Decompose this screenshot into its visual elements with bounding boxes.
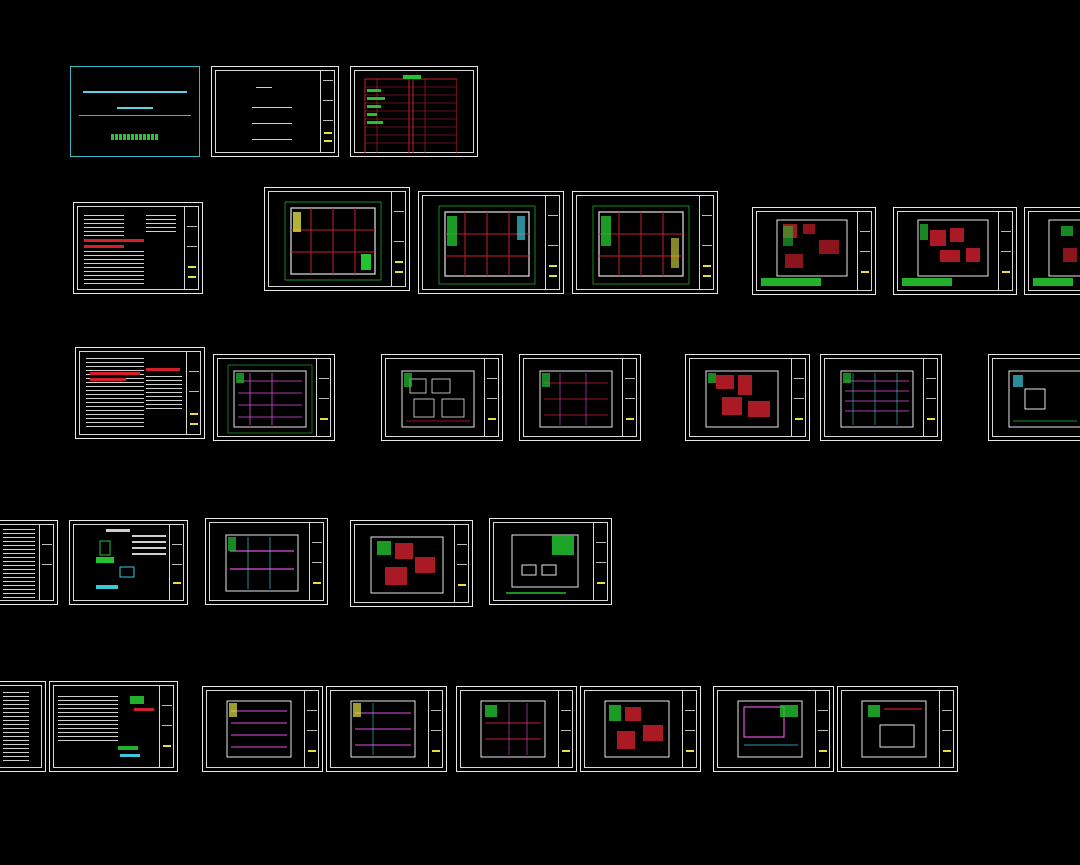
floor-plan-drawing <box>370 536 444 594</box>
floor-plan-sheet[interactable] <box>326 686 447 772</box>
floor-plan-drawing <box>226 700 292 758</box>
floor-plan-drawing <box>902 219 989 286</box>
floor-plan-sheet[interactable] <box>350 520 473 607</box>
floor-plan-drawing <box>1008 370 1080 428</box>
index-table <box>364 75 457 153</box>
floor-plan-drawing <box>604 700 670 758</box>
floor-plan-detail-sheet[interactable] <box>752 207 876 295</box>
floor-plan-sheet[interactable] <box>205 518 328 605</box>
roof-plan-sheet[interactable] <box>489 518 612 605</box>
title-list-sheet[interactable] <box>211 66 339 157</box>
cover-designer-stamp <box>111 134 159 140</box>
legend-sheet[interactable] <box>49 681 178 772</box>
floor-plan-drawing <box>225 534 299 592</box>
floor-plan-sheet[interactable] <box>713 686 834 772</box>
notes-list-sheet[interactable] <box>0 681 46 772</box>
floor-plan-drawing <box>539 370 613 428</box>
floor-plan-detail-sheet[interactable] <box>893 207 1017 295</box>
cover-title-line <box>83 91 187 93</box>
floor-plan-sheet[interactable] <box>418 191 564 294</box>
legend-sheet[interactable] <box>69 520 188 605</box>
floor-plan-drawing <box>480 700 546 758</box>
floor-plan-drawing <box>737 700 803 758</box>
cover-subtitle-line <box>117 107 153 109</box>
floor-plan-sheet[interactable] <box>202 686 323 772</box>
floor-plan-drawing <box>227 364 313 434</box>
floor-plan-drawing <box>1033 219 1080 286</box>
floor-plan-drawing <box>705 370 779 428</box>
floor-plan-sheet[interactable] <box>988 354 1080 441</box>
floor-plan-drawing <box>840 370 914 428</box>
cover-sheet[interactable] <box>70 66 200 157</box>
floor-plan-sheet[interactable] <box>685 354 810 441</box>
general-notes-sheet[interactable] <box>75 347 205 439</box>
floor-plan-sheet[interactable] <box>456 686 577 772</box>
floor-plan-sheet[interactable] <box>820 354 942 441</box>
cover-divider <box>79 115 191 116</box>
floor-plan-sheet[interactable] <box>572 191 718 294</box>
general-notes-sheet[interactable] <box>73 202 203 294</box>
drawing-index-sheet[interactable] <box>350 66 478 157</box>
roof-plan-drawing <box>506 534 579 594</box>
floor-plan-drawing <box>861 700 927 758</box>
floor-plan-sheet[interactable] <box>580 686 701 772</box>
legend-drawing <box>96 529 166 589</box>
floor-plan-drawing <box>761 219 848 286</box>
notes-list-sheet[interactable] <box>0 520 58 605</box>
floor-plan-drawing <box>438 205 536 285</box>
floor-plan-drawing <box>284 201 382 281</box>
floor-plan-drawing <box>592 205 690 285</box>
floor-plan-detail-sheet[interactable] <box>1024 207 1080 295</box>
floor-plan-sheet[interactable] <box>381 354 503 441</box>
floor-plan-sheet[interactable] <box>213 354 335 441</box>
floor-plan-drawing <box>350 700 416 758</box>
floor-plan-sheet[interactable] <box>264 187 410 291</box>
floor-plan-sheet[interactable] <box>837 686 958 772</box>
floor-plan-sheet[interactable] <box>519 354 641 441</box>
floor-plan-drawing <box>401 370 475 428</box>
